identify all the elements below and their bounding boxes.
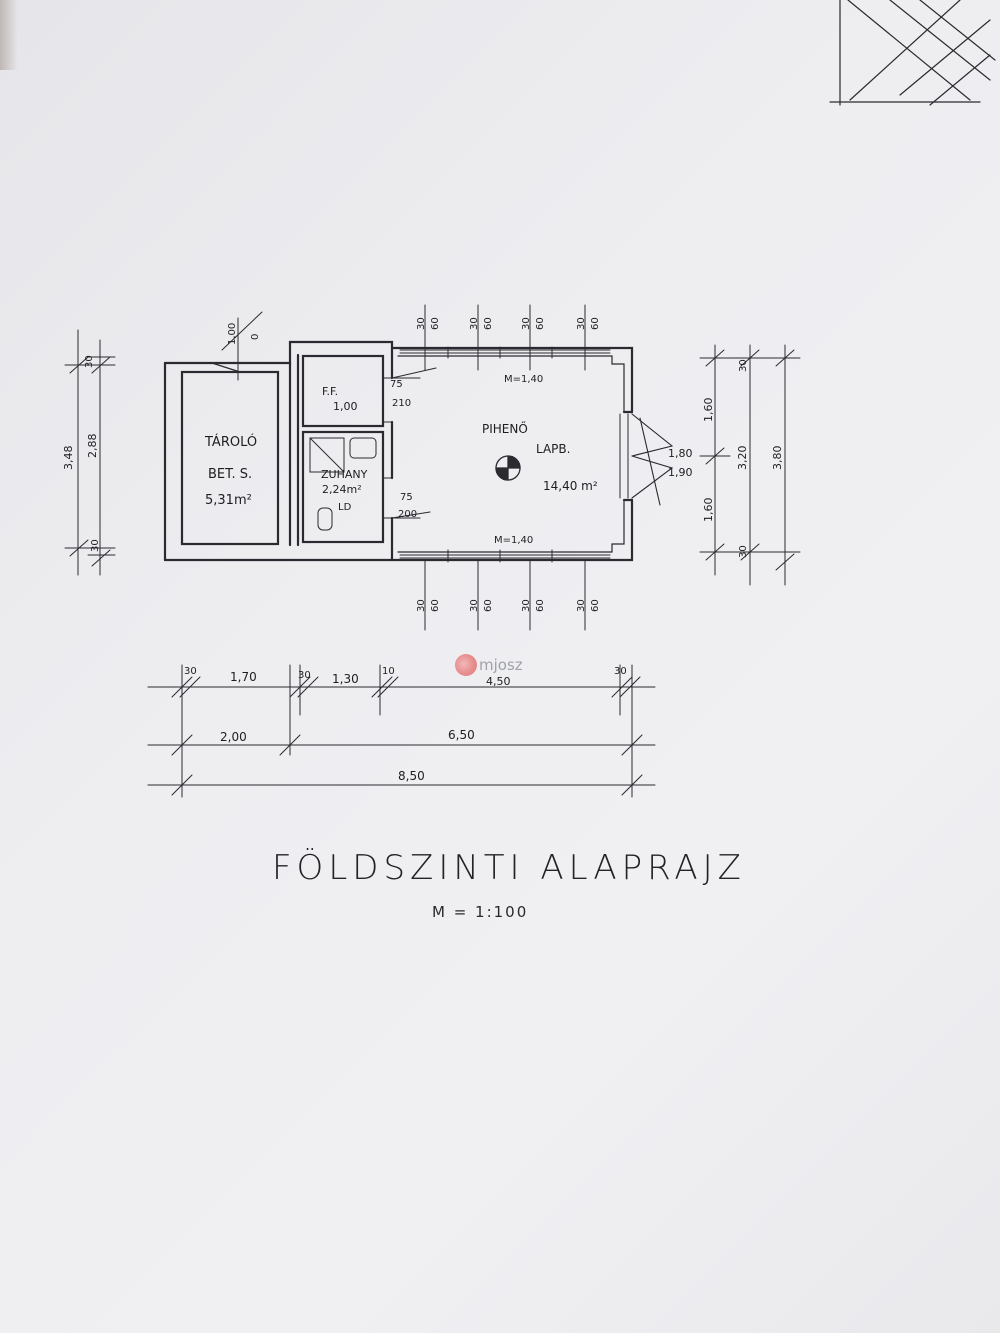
win-dim-bot-3b: 60 <box>535 599 546 612</box>
right-window-swing <box>631 413 674 506</box>
win-dim-bot-1a: 30 <box>416 599 427 612</box>
row1-d3: 30 <box>298 670 311 681</box>
door-swings <box>382 367 437 519</box>
row1-d7: 30 <box>614 666 627 677</box>
bathroom-note: LD <box>338 502 352 513</box>
win-dim-top-3b: 60 <box>535 317 546 330</box>
bathroom-fixtures <box>309 437 377 531</box>
left-dimensions <box>64 329 116 576</box>
row3-total: 8,50 <box>398 769 425 783</box>
row1-d4: 1,30 <box>332 672 359 686</box>
corner-hatching <box>829 0 996 106</box>
door-top-width: 75 <box>390 379 403 390</box>
win-dim-top-4a: 30 <box>576 317 587 330</box>
bathroom-area: 2,24m² <box>322 483 362 496</box>
win-dim-bot-4a: 30 <box>576 599 587 612</box>
right-dim-seg-1: 1,60 <box>702 398 715 423</box>
win-dim-top-2a: 30 <box>469 317 480 330</box>
row1-d5: 10 <box>382 666 395 677</box>
window-bottom-label: M=1,40 <box>494 535 533 546</box>
right-dim-top-wall: 30 <box>738 359 749 372</box>
win-dim-bot-4b: 60 <box>590 599 601 612</box>
right-dimensions <box>699 344 801 586</box>
watermark-text: mjosz <box>479 656 523 674</box>
watermark: mjosz <box>455 652 523 678</box>
row2-d1: 2,00 <box>220 730 247 744</box>
win-dim-top-1a: 30 <box>416 317 427 330</box>
window-top-label: M=1,40 <box>504 374 543 385</box>
window-right-width: 1,80 <box>668 447 693 460</box>
lounge-floor: LAPB. <box>536 442 570 456</box>
window-dim-extensions <box>221 304 586 631</box>
bottom-dimensions <box>147 664 656 798</box>
pantry-name: F.F. <box>322 385 338 398</box>
walls <box>163 340 634 562</box>
storage-name: TÁROLÓ <box>204 434 257 450</box>
win-dim-bot-3a: 30 <box>521 599 532 612</box>
win-dim-bot-2b: 60 <box>483 599 494 612</box>
door-bottom-width: 75 <box>400 492 413 503</box>
storage-gap-a: 1,00 <box>227 323 238 345</box>
right-dim-inner: 3,20 <box>736 446 749 471</box>
door-bottom-height: 200 <box>398 509 417 520</box>
win-dim-top-2b: 60 <box>483 317 494 330</box>
left-dim-bottom-wall: 30 <box>90 539 101 552</box>
win-dim-top-1b: 60 <box>430 317 441 330</box>
row1-d1: 30 <box>184 666 197 677</box>
storage-area: 5,31m² <box>205 493 252 508</box>
drawing-title: FÖLDSZINTI ALAPRAJZ <box>272 848 746 888</box>
storage-gap-b: 0 <box>250 334 261 340</box>
win-dim-bot-2a: 30 <box>469 599 480 612</box>
left-dim-outer: 3,48 <box>62 446 75 471</box>
survey-marker <box>495 455 521 481</box>
door-top-height: 210 <box>392 398 411 409</box>
left-dim-top-wall: 30 <box>84 355 95 368</box>
drawing-scale: M = 1:100 <box>432 903 529 921</box>
right-dim-seg-2: 1,60 <box>702 498 715 523</box>
pantry-area: 1,00 <box>333 400 358 413</box>
storage-floor: BET. S. <box>208 467 252 482</box>
lounge-name: PIHENŐ <box>482 421 528 436</box>
win-dim-top-4b: 60 <box>590 317 601 330</box>
win-dim-bot-1b: 60 <box>430 599 441 612</box>
window-right-height: 1,90 <box>668 466 693 479</box>
left-dim-inner: 2,88 <box>86 434 99 459</box>
row1-d2: 1,70 <box>230 670 257 684</box>
lounge-area: 14,40 m² <box>543 479 598 493</box>
win-dim-top-3a: 30 <box>521 317 532 330</box>
row2-d2: 6,50 <box>448 728 475 742</box>
bathroom-name: ZUHANY <box>321 468 368 481</box>
watermark-logo-icon <box>455 654 477 676</box>
right-dim-outer: 3,80 <box>771 446 784 471</box>
right-dim-bottom-wall: 30 <box>738 545 749 558</box>
row1-d6: 4,50 <box>486 675 511 688</box>
window-lines <box>399 346 629 563</box>
paper-edge-shadow <box>0 0 18 70</box>
